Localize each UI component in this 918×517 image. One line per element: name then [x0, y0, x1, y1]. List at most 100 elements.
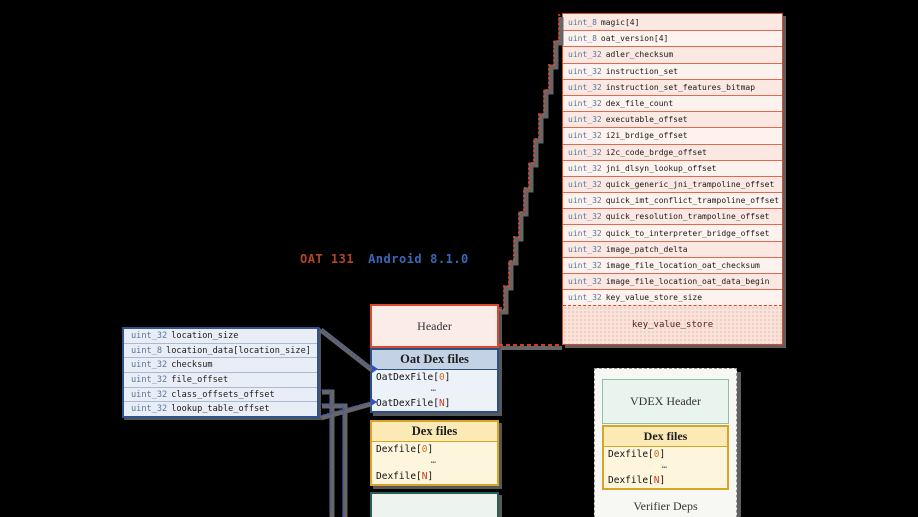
caption-oat-version: OAT 131: [300, 252, 355, 266]
lookup-table-line-shadow-2: [322, 403, 348, 517]
field-type: uint_32: [568, 212, 602, 222]
field-type: uint_32: [131, 374, 168, 385]
entry-row: Dexfile[N]: [372, 469, 497, 484]
bracket: [: [433, 398, 439, 409]
field-type: uint_32: [568, 179, 602, 189]
oatdexfile-expand-top-line: [318, 327, 373, 370]
dex-files-title: Dex files: [372, 422, 497, 442]
field-name: oat_version[4]: [600, 34, 669, 44]
field-type: uint_32: [568, 82, 602, 92]
bracket: ]: [444, 398, 451, 409]
oatdexfile-expand-bottom-shadow: [320, 401, 372, 421]
field-name: adler_checksum: [605, 50, 674, 60]
entry-base: Dexfile: [608, 475, 649, 486]
bracket: ]: [659, 449, 666, 460]
entry-row: Dexfile[0]: [372, 442, 497, 457]
entry-row: Dexfile[0]: [604, 447, 727, 462]
field-name: instruction_set: [605, 66, 678, 76]
bracket: [: [648, 475, 654, 486]
oat-file-header-label: Header: [417, 318, 452, 333]
bracket: [: [416, 471, 422, 482]
entry-index: 0: [421, 444, 428, 455]
field-name: quick_resolution_trampoline_offset: [605, 212, 770, 222]
field-type: uint_32: [568, 131, 602, 141]
field-type: uint_32: [568, 50, 602, 60]
bracket: [: [648, 449, 654, 460]
lookup-table-line-1: [320, 389, 331, 517]
oat-file-header-box: Header: [370, 304, 499, 348]
oat-dex-files-section: Oat Dex files OatDexFile[0]⋯OatDexFile[N…: [370, 348, 499, 413]
entry-index: N: [438, 398, 445, 409]
field-type: uint_32: [568, 196, 602, 206]
entry-index: 0: [653, 449, 660, 460]
bracket: ]: [427, 471, 434, 482]
field-type: uint_8: [568, 34, 597, 44]
field-type: uint_32: [568, 260, 602, 270]
field-name: i2i_brdige_offset: [605, 131, 688, 141]
caption-android-version: 8.1.0: [430, 252, 469, 266]
entry-base: OatDexFile: [376, 372, 434, 383]
field-type: uint_32: [568, 115, 602, 125]
caption: OAT 131 Android 8.1.0: [300, 252, 469, 266]
vdex-dex-files-title: Dex files: [604, 427, 727, 447]
entry-base: Dexfile: [376, 471, 417, 482]
field-type: uint_32: [568, 99, 602, 109]
header-expand-top-line: [499, 14, 562, 311]
field-type: uint_32: [568, 66, 602, 76]
field-name: image_file_location_oat_data_begin: [605, 277, 770, 287]
lookup-table-line-2: [320, 403, 344, 517]
field-type: uint_32: [568, 147, 602, 157]
vdex-header-label: VDEX Header: [630, 394, 701, 408]
field-type: uint_32: [568, 293, 602, 303]
field-name: location_data[location_size]: [166, 345, 311, 356]
oat-dex-files-title: Oat Dex files: [372, 350, 497, 370]
caption-android-label: Android: [368, 252, 423, 266]
field-type: uint_32: [131, 330, 168, 341]
field-type: uint_32: [131, 360, 168, 371]
dots-row: ⋯: [661, 462, 670, 473]
type-lookup-table-section: Type Lookup Table: [370, 492, 499, 517]
field-name: location_size: [171, 330, 239, 341]
field-type: uint_8: [568, 17, 597, 27]
bracket: ]: [427, 444, 434, 455]
field-name: quick_generic_jni_trampoline_offset: [605, 179, 775, 189]
key-value-store-row: key_value_store: [563, 305, 782, 344]
entry-index: N: [653, 475, 660, 486]
oatdexfile-expand-bottom-line: [318, 401, 372, 417]
header-expand-top-shadow: [501, 17, 564, 315]
field-type: uint_32: [131, 389, 168, 400]
entry-row: OatDexFile[N]: [372, 396, 497, 411]
field-name: i2c_code_brdge_offset: [605, 147, 707, 157]
type-lookup-table-label: Type Lookup Table: [383, 500, 486, 517]
field-name: quick_to_interpreter_bridge_offset: [605, 228, 770, 238]
bracket: [: [433, 372, 439, 383]
field-name: checksum: [171, 360, 213, 371]
field-type: uint_32: [131, 404, 168, 415]
field-name: image_file_location_oat_checksum: [605, 260, 760, 270]
dots-row: ⋯: [430, 385, 439, 396]
field-type: uint_8: [131, 345, 163, 356]
bracket: ]: [659, 475, 666, 486]
vdex-dex-files-section: Dex files Dexfile[0]⋯Dexfile[N]: [602, 425, 729, 490]
field-name: instruction_set_features_bitmap: [605, 82, 756, 92]
entry-row: Dexfile[N]: [604, 473, 727, 488]
